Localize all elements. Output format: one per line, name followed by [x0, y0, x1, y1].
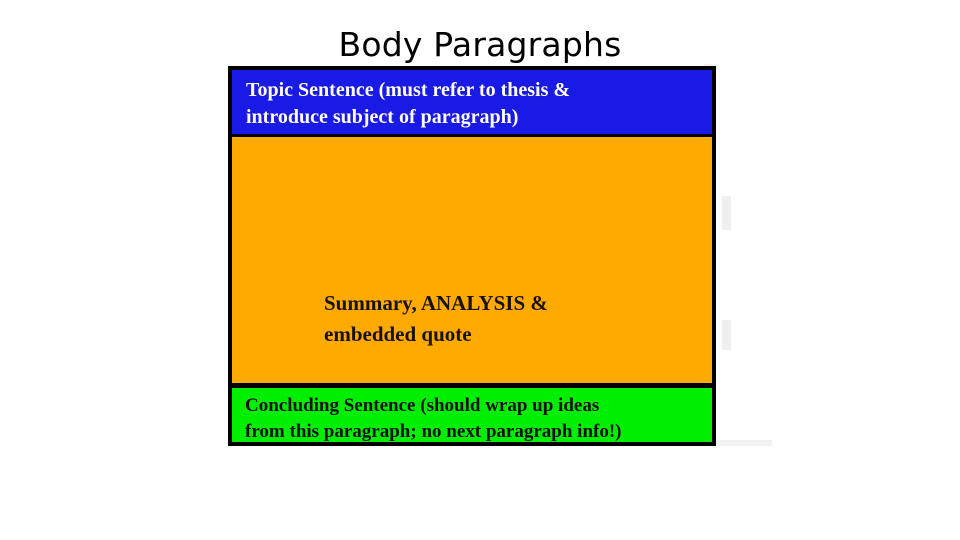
diagram-block-body: Summary, ANALYSIS & embedded quote	[228, 134, 716, 386]
diagram-block-topic-sentence: Topic Sentence (must refer to thesis & i…	[228, 66, 716, 138]
body-block-text: Summary, ANALYSIS & embedded quote	[324, 288, 692, 350]
scan-artifact	[716, 440, 772, 446]
topic-sentence-line-1: Topic Sentence (must refer to thesis &	[246, 79, 571, 101]
concluding-sentence-line-1: Concluding Sentence (should wrap up idea…	[245, 395, 600, 416]
concluding-sentence-text: Concluding Sentence (should wrap up idea…	[245, 393, 706, 442]
diagram-block-concluding-sentence: Concluding Sentence (should wrap up idea…	[228, 384, 716, 446]
page-title: Body Paragraphs	[338, 25, 622, 64]
scan-artifact	[722, 320, 731, 350]
topic-sentence-line-2: introduce subject of paragraph)	[246, 106, 519, 128]
concluding-sentence-line-2: from this paragraph; no next paragraph i…	[245, 421, 622, 442]
body-line-2: embedded quote	[324, 322, 472, 346]
body-line-1: Summary, ANALYSIS &	[324, 291, 548, 315]
topic-sentence-text: Topic Sentence (must refer to thesis & i…	[246, 77, 704, 131]
scan-artifact	[722, 196, 731, 230]
